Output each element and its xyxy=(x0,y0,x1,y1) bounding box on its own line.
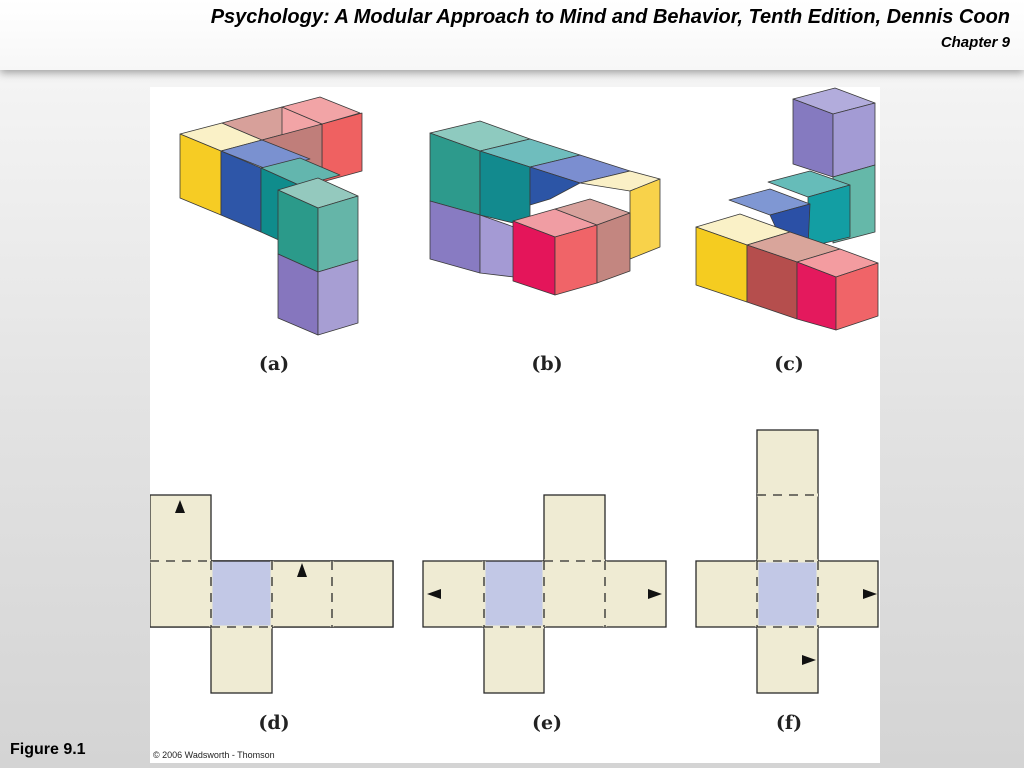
figure-panel: (a) (b) (c) (d) (e) (f) © 2006 Wadsworth… xyxy=(150,87,880,763)
arrow-up-icon xyxy=(297,563,307,577)
slide-title: Psychology: A Modular Approach to Mind a… xyxy=(210,6,1010,28)
label-b: (b) xyxy=(531,353,562,375)
arrow-left-icon xyxy=(427,589,441,599)
label-c: (c) xyxy=(774,353,804,375)
net-d xyxy=(150,494,394,694)
label-a: (a) xyxy=(259,353,289,375)
figure-b-cubes xyxy=(429,120,661,296)
copyright-notice: © 2006 Wadsworth - Thomson xyxy=(153,750,275,760)
arrow-right-icon xyxy=(863,589,877,599)
net-f xyxy=(695,429,879,694)
label-e: (e) xyxy=(532,712,562,734)
slide-header: Psychology: A Modular Approach to Mind a… xyxy=(0,0,1024,70)
net-e xyxy=(422,494,667,694)
chapter-label: Chapter 9 xyxy=(940,34,1010,51)
arrow-right-icon xyxy=(648,589,662,599)
cube-figure: (a) (b) (c) (d) (e) (f) © 2006 Wadsworth… xyxy=(150,87,879,760)
label-d: (d) xyxy=(258,712,289,734)
figure-a-cubes xyxy=(179,96,363,336)
figure-caption: Figure 9.1 xyxy=(10,741,86,758)
arrow-up-icon xyxy=(175,500,185,513)
figure-c-cubes xyxy=(695,87,879,331)
arrow-right-icon xyxy=(802,655,816,665)
label-f: (f) xyxy=(776,712,802,734)
